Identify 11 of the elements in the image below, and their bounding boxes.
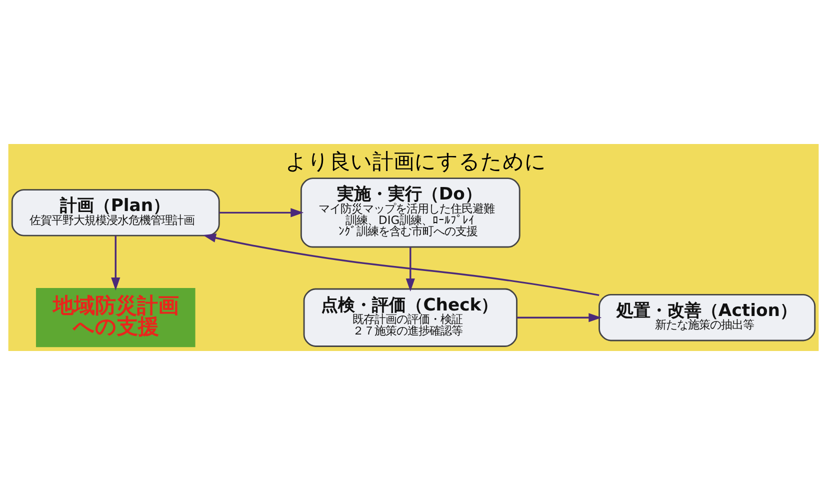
- arrow: [219, 208, 304, 217]
- node-box: 計画（Plan） 佐賀平野大規模浸水危機管理計画: [11, 188, 220, 236]
- node-box: 地域防災計画への支援: [36, 288, 196, 347]
- arrow: [111, 235, 120, 290]
- arrow: [202, 232, 600, 296]
- arrow: [517, 312, 602, 322]
- node-box: 処置・改善（Action） 新たな施策の抽出等: [598, 294, 816, 341]
- node-box: 実施・実行（Do） マイ防災マップを活用した住民避難訓練、DIG訓練、ﾛｰﾙﾌﾟﾚｲﾝｸﾞ訓練を含む市町への支援: [300, 177, 520, 248]
- diagram-title: より良い計画にするために: [286, 148, 547, 173]
- arrow: [406, 246, 415, 291]
- node-box: 点検・評価（Check） 既存計画の評価・検証 ２７施策の進捗確認等: [303, 288, 518, 346]
